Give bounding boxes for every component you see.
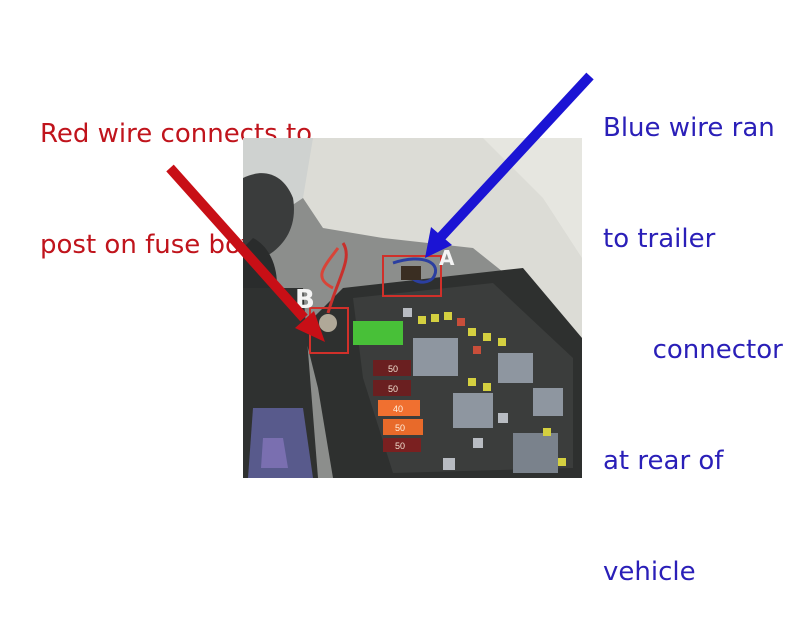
fuse-box-photo: 50 50 40 50 50 B A (243, 138, 582, 478)
marker-a: A (439, 246, 455, 270)
marker-b: B (295, 285, 315, 315)
fuse-label-1: 50 (388, 364, 398, 374)
blue-wire-caption: Blue wire ran to trailer connector at re… (603, 36, 783, 628)
blue-caption-line-3: connector (603, 335, 783, 365)
fuse-label-5: 50 (395, 441, 405, 451)
blue-caption-line-4: at rear of (603, 446, 724, 476)
blue-caption-line-2: to trailer (603, 224, 716, 254)
blue-caption-line-5: vehicle (603, 557, 696, 587)
fuse-label-4: 50 (395, 423, 405, 433)
fuse-label-2: 50 (388, 384, 398, 394)
blue-caption-line-1: Blue wire ran (603, 113, 775, 143)
fuse-label-3: 40 (393, 404, 403, 414)
